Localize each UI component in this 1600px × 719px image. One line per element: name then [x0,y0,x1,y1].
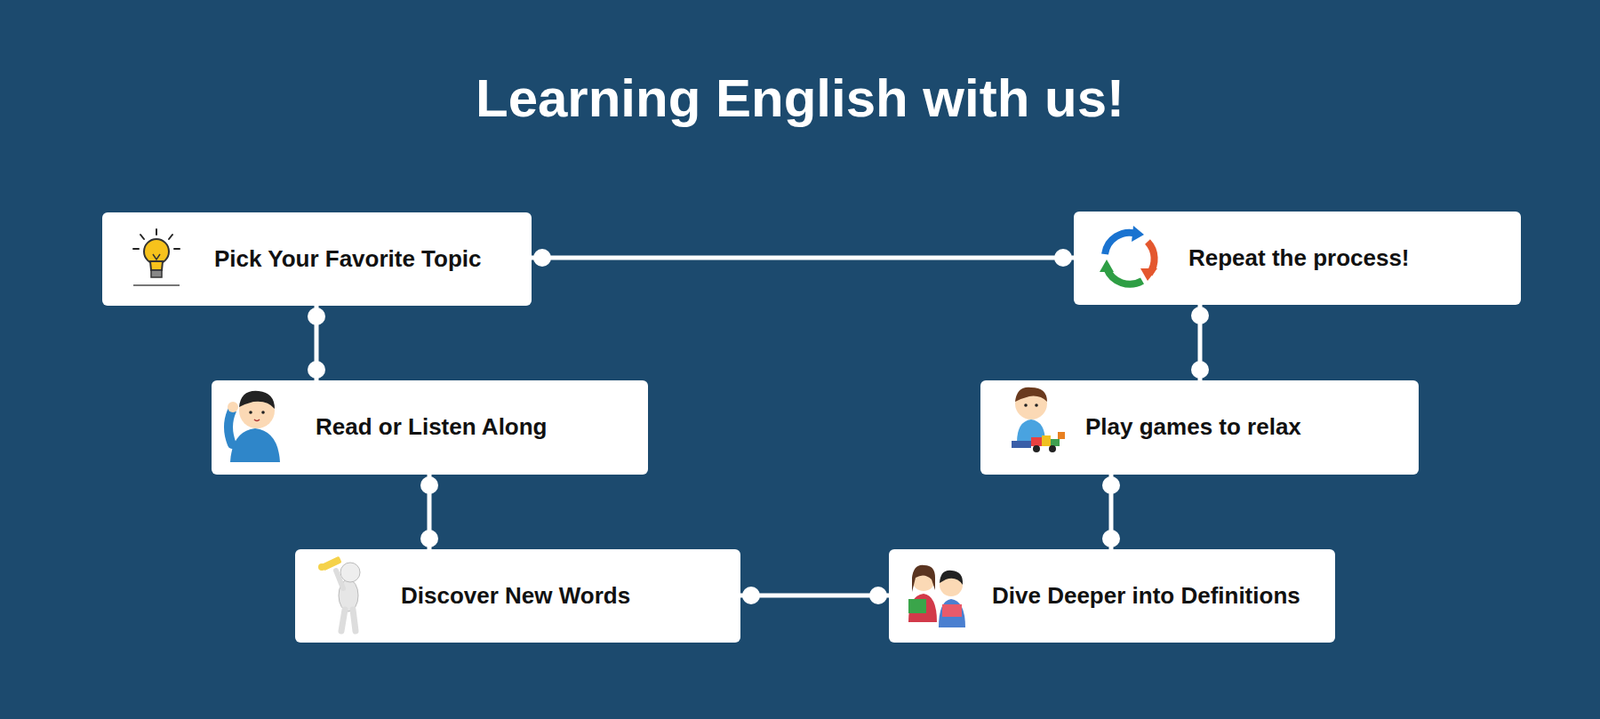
step-label: Repeat the process! [1188,244,1410,272]
connector [740,586,889,605]
diagram-title: Learning English with us! [0,69,1600,128]
step-label: Discover New Words [400,582,631,610]
boy-icon [227,391,280,463]
step-label: Play games to relax [1085,413,1302,441]
connector [1102,474,1120,550]
connector [307,305,326,381]
bulb-icon [133,229,180,286]
playing-boy-icon [1011,387,1065,453]
step-label: Read or Listen Along [315,413,548,441]
process-box: Repeat the process! [1073,211,1521,305]
step-label: Dive Deeper into Definitions [992,582,1301,610]
cycle-icon [1099,225,1158,285]
connector [531,248,1074,267]
process-box: Play games to relax [980,380,1419,475]
process-box: Dive Deeper into Definitions [888,549,1336,643]
process-box: Discover New Words [295,549,741,643]
explorer-icon [318,556,360,632]
connector [1191,304,1209,381]
reading-kids-icon [908,565,966,628]
connector [420,474,439,550]
process-box: Read or Listen Along [211,380,648,475]
step-label: Pick Your Favorite Topic [214,245,482,273]
process-box: Pick Your Favorite Topic [102,212,532,306]
